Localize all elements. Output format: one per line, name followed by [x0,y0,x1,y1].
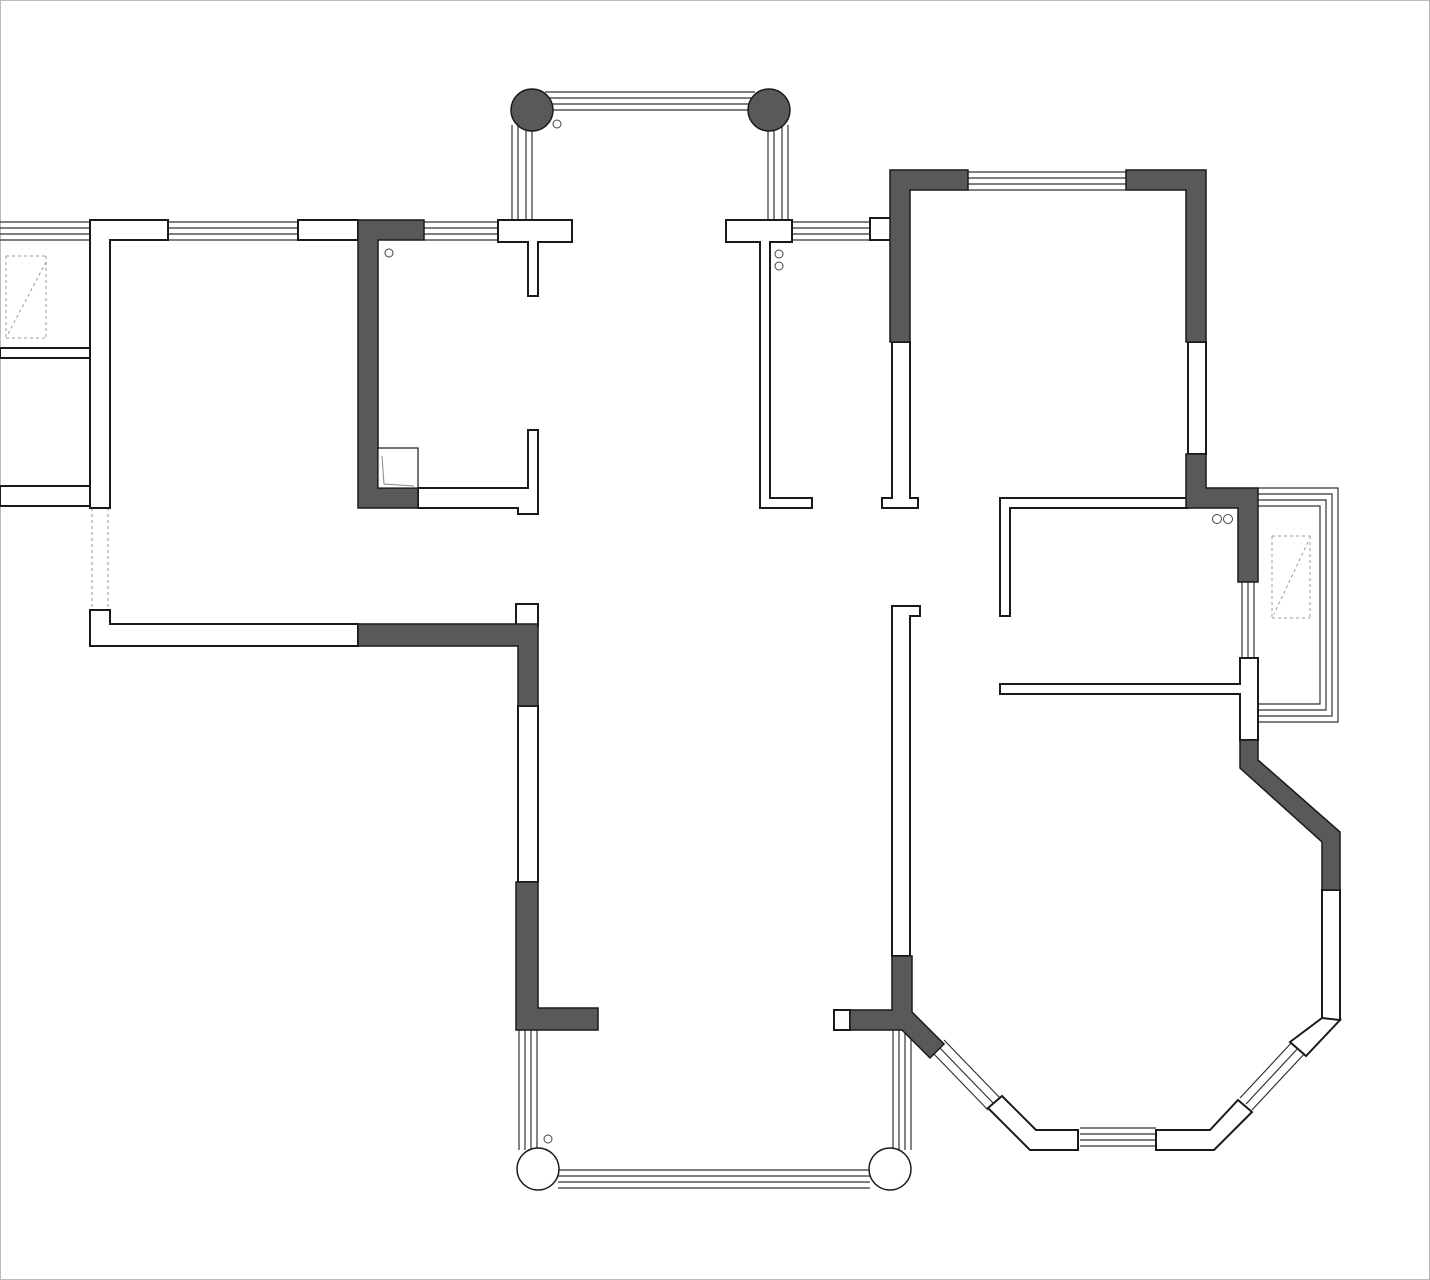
window-top-left [168,221,498,241]
wall-bath-top [999,497,1189,617]
wall-room-right-lower [881,341,919,509]
window-top-right [968,171,1126,191]
wall-oct-ne [1239,739,1341,891]
wall-left-room-bottom [89,609,359,647]
pipe-circle-icon [543,1134,553,1144]
wall-center-left-bottom [515,881,599,1031]
wall-room-right-east [1187,341,1207,455]
pipe-circle-icon [552,119,562,129]
wall-left-room-top [89,219,169,509]
wall-center-left-top [357,623,539,707]
wall-center-left-white [517,705,539,883]
wall-kitchen-bottom [417,429,539,515]
wall-top-pier [297,219,359,241]
wall-center-pier [515,603,539,627]
wall-oct-sw [986,1094,1079,1151]
window-top-mid-right [792,221,870,241]
wall-center-right-white [891,605,921,957]
wall-oct-s [1155,1098,1254,1151]
wall-bath-bottom [999,657,1259,741]
wall-room-tr-east [1125,169,1207,343]
wall-oct-east [1321,889,1341,1021]
window-bottom-bay [518,1030,912,1189]
column-circle-icon [868,1147,912,1191]
pipe-circle-icon [1223,514,1233,524]
ac-unit-icon [377,447,419,489]
wall-oct-se [1288,1016,1343,1058]
pipe-circle-icon [1212,514,1222,524]
columns [510,88,912,1191]
wall-center-right-bottom [849,955,946,1060]
pipe-circle-icon [774,249,784,259]
wall-small-pier [869,217,893,241]
pipe-circle-icon [384,248,394,258]
partition-walls [89,217,1343,1151]
balcony-right [1241,487,1339,723]
structural-walls [357,169,1341,1060]
window-top-bay [511,91,789,220]
wall-t-right [725,219,813,509]
column-circle-icon [510,88,554,132]
wall-room-tr-west [889,169,969,343]
pipes [384,119,1233,1144]
wall-t-left [497,219,573,297]
wall-bath-corner [1185,453,1259,583]
balcony-left [0,221,91,507]
column-circle-icon [516,1147,560,1191]
windows [0,91,1339,1189]
pipe-circle-icon [774,261,784,271]
window-octagon [931,1039,1307,1147]
column-circle-icon [747,88,791,132]
wall-bottom-stub [833,1009,851,1031]
opening-left [91,508,109,610]
